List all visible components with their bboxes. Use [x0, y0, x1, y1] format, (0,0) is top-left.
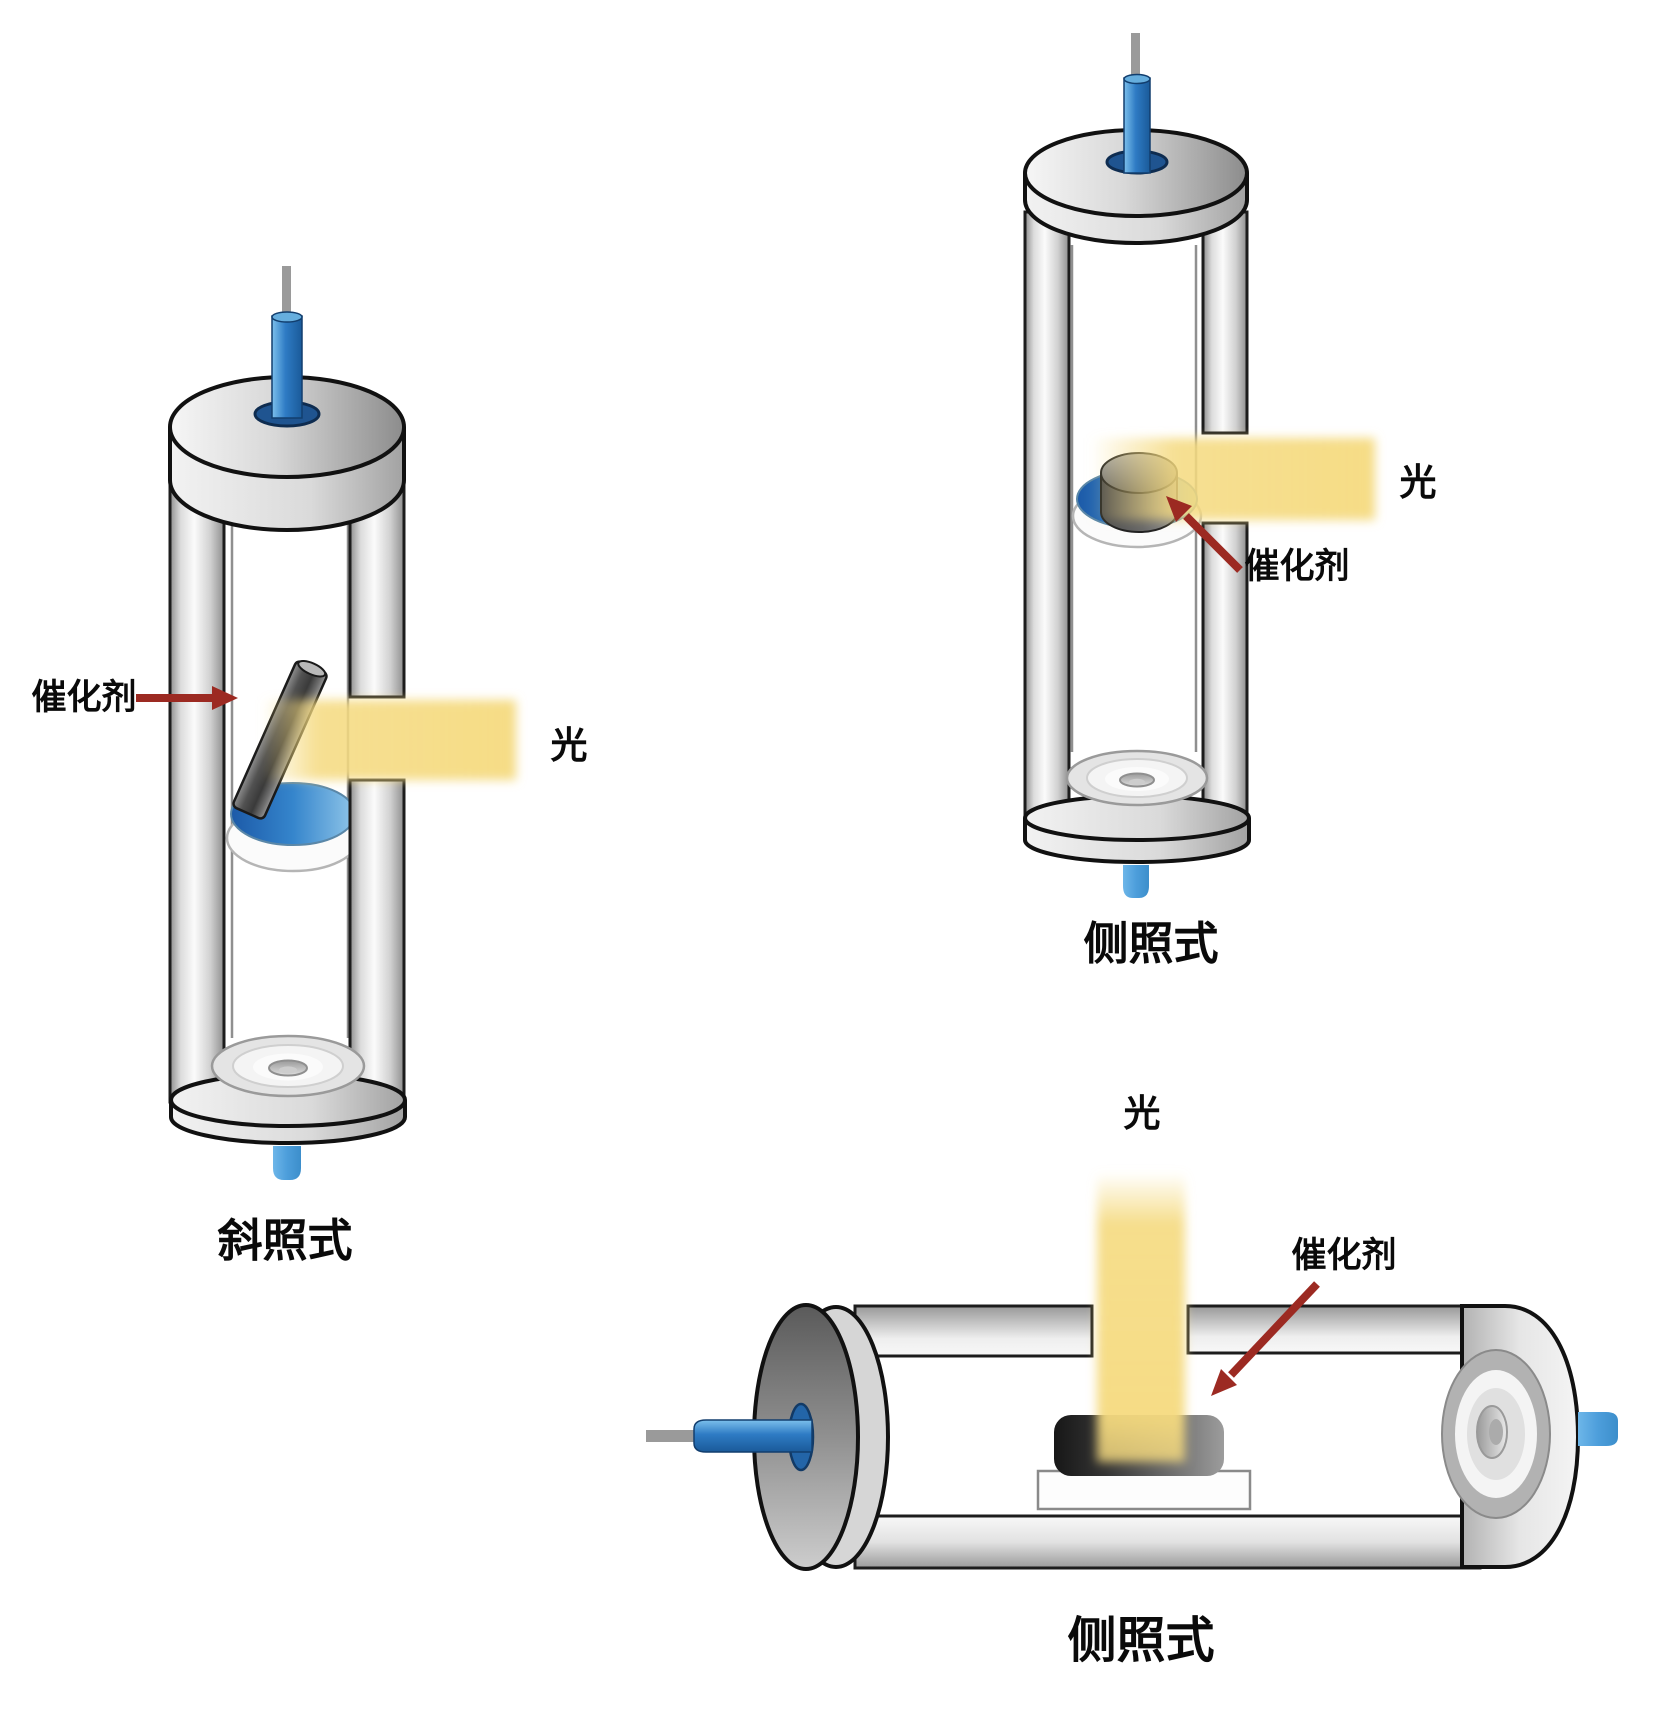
catalyst-label: 催化剂 — [1244, 547, 1349, 586]
catalyst-pedestal — [1036, 1469, 1252, 1511]
outer-wall-left — [1023, 210, 1071, 822]
reactor-oblique-vertical: 催化剂 光 斜照式 — [31, 266, 588, 1266]
bottom-wall — [853, 1514, 1482, 1570]
inlet-tube-top — [271, 311, 303, 323]
bottom-port-hole-inner — [1129, 778, 1145, 786]
catalyst-arrow-head — [1211, 1369, 1237, 1396]
top-wall-left — [853, 1304, 1094, 1358]
inlet-tube — [1123, 77, 1151, 174]
reactor-type-label: 侧照式 — [1067, 1614, 1214, 1668]
inlet-wire — [646, 1430, 700, 1442]
light-label: 光 — [1124, 1093, 1161, 1134]
catalyst-arrow-line — [1183, 513, 1243, 573]
bottom-outlet-stub — [1123, 865, 1149, 898]
bottom-port-hole-inner — [279, 1066, 297, 1074]
inlet-tube — [693, 1419, 813, 1453]
catalyst-arrow-head — [1166, 496, 1192, 522]
inlet-tube-top — [1123, 73, 1151, 85]
outer-wall-right-lower — [1201, 521, 1249, 822]
light-label: 光 — [1400, 462, 1437, 503]
reactor-side-vertical: 光 催化剂 侧照式 — [1023, 33, 1437, 969]
reactor-type-label: 斜照式 — [217, 1215, 352, 1266]
stirrer-wire — [1131, 33, 1140, 85]
reactor-side-horizontal: 光 催化剂 侧照式 — [646, 1093, 1618, 1668]
reactor-type-label: 侧照式 — [1083, 918, 1218, 969]
outer-wall-right-upper — [1201, 210, 1249, 435]
catalyst-arrow-head — [212, 686, 238, 710]
light-beam — [1090, 438, 1375, 520]
light-label: 光 — [551, 725, 588, 766]
catalyst-label: 催化剂 — [31, 678, 136, 717]
bottom-outlet-stub — [273, 1146, 301, 1180]
right-outlet-stub — [1578, 1412, 1618, 1446]
catalyst-rod-top — [297, 659, 327, 678]
top-wall-right — [1186, 1304, 1482, 1355]
light-beam — [1097, 1172, 1185, 1462]
light-beam — [262, 700, 516, 780]
stirrer-wire — [282, 266, 291, 322]
outer-wall-left — [168, 466, 226, 1104]
catalyst-label: 催化剂 — [1291, 1236, 1396, 1275]
right-cap-port-inner — [1489, 1419, 1503, 1445]
catalyst-arrow-line — [1228, 1281, 1320, 1378]
inlet-tube — [271, 315, 303, 419]
